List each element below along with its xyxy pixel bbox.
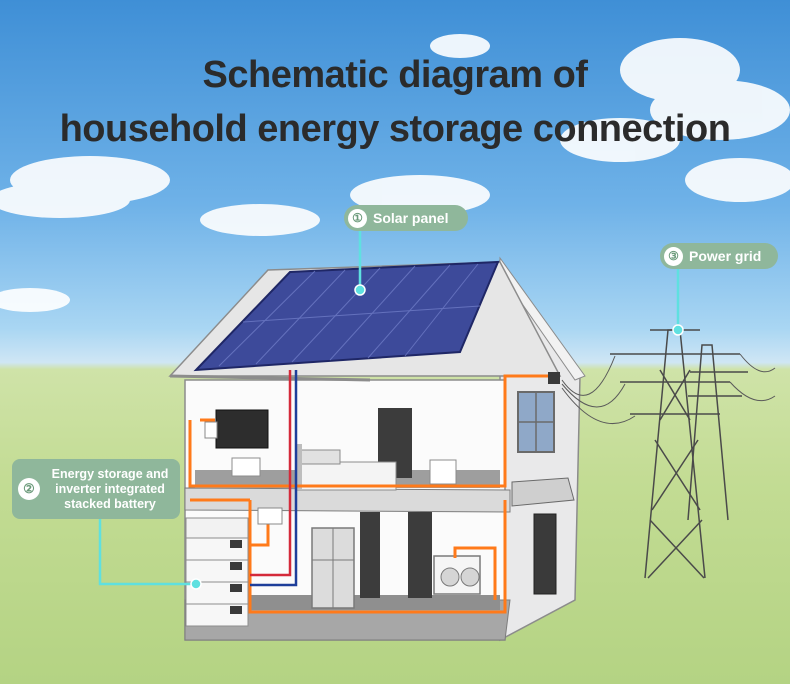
battery-callout-dot	[190, 578, 202, 590]
callout-solar-panel: ① Solar panel	[344, 205, 468, 231]
power-lines	[561, 353, 776, 425]
callout-number: ③	[664, 246, 683, 266]
callout-number: ②	[18, 478, 40, 500]
callout-text: Energy storage and inverter integrated s…	[51, 466, 169, 511]
clouds	[0, 34, 790, 312]
callout-text: Power grid	[689, 248, 762, 264]
callout-number: ①	[348, 208, 367, 228]
grid-callout-dot	[672, 324, 684, 336]
callout-text: Solar panel	[373, 210, 449, 226]
page-title-line2: household energy storage connection	[59, 108, 731, 150]
television-icon	[204, 409, 269, 449]
grid-meter-icon	[548, 372, 560, 384]
washing-machine-icon	[433, 555, 481, 595]
armchair-icon	[429, 459, 457, 485]
battery-stack-icon	[185, 517, 249, 627]
desk-icon	[231, 457, 261, 477]
refrigerator-icon	[311, 527, 355, 609]
solar-callout-dot	[354, 284, 366, 296]
callout-connectors	[98, 231, 680, 586]
house-wiring	[188, 374, 550, 614]
power-tower-icon	[610, 329, 748, 579]
page-title-line1: Schematic diagram of	[202, 54, 588, 96]
solar-panel-icon	[193, 260, 500, 372]
dc-negative-cable	[250, 370, 298, 587]
dc-positive-cable	[250, 370, 292, 577]
callout-power-grid: ③ Power grid	[660, 243, 778, 269]
callout-battery: ② Energy storage and inverter integrated…	[12, 459, 180, 519]
inverter-box	[257, 507, 283, 525]
